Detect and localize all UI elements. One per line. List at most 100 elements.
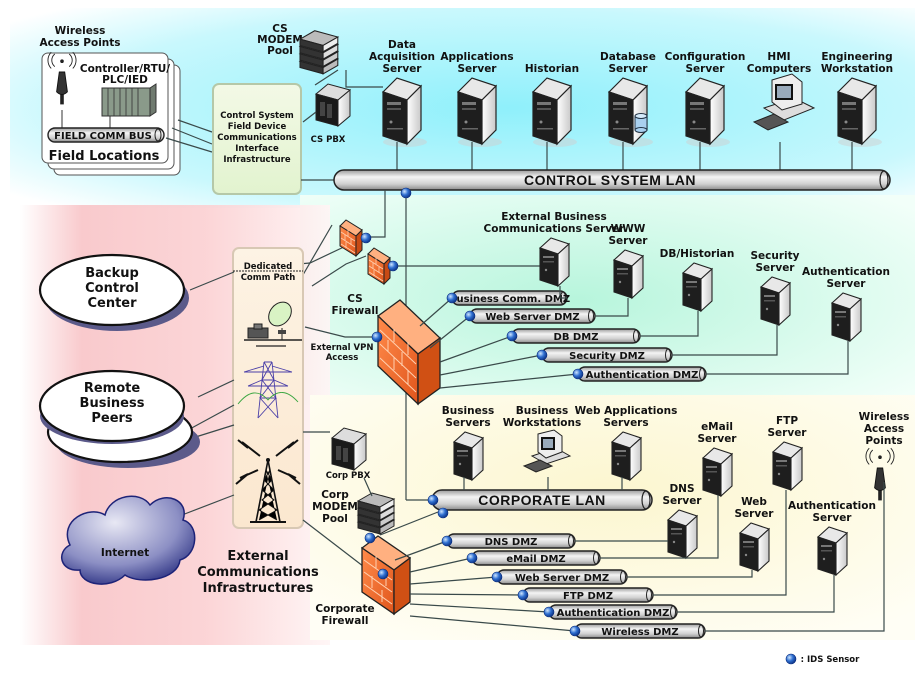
cs-modem-pool-label: MODEM bbox=[257, 34, 303, 46]
ids-sensor-icon bbox=[437, 507, 449, 519]
ids-sensor-icon bbox=[536, 349, 548, 361]
field-controller-label-2: PLC/IED bbox=[102, 74, 148, 86]
cs-dmz-pipe-label: Security DMZ bbox=[569, 351, 645, 362]
field-controller-label: Controller/RTU/ bbox=[80, 63, 170, 75]
corp-server-0-label: Server bbox=[662, 495, 702, 507]
server-icon bbox=[453, 431, 484, 481]
svg-text:Security DMZ: Security DMZ bbox=[569, 351, 645, 362]
svg-text:DNS DMZ: DNS DMZ bbox=[485, 537, 538, 548]
interface-box-label-line: Field Device bbox=[228, 122, 287, 132]
corp-server-2-label: Server bbox=[734, 508, 774, 520]
server-icon bbox=[772, 441, 803, 491]
ids-sensor-icon bbox=[441, 535, 453, 547]
cs-server-4-label: Server bbox=[685, 63, 725, 75]
cs-dmz-server-2: DB/Historian bbox=[660, 248, 735, 312]
cs-pbx-label: CS PBX bbox=[311, 135, 346, 145]
internet-label: Internet bbox=[101, 547, 149, 559]
cs-dmz-server-3-label: Security bbox=[750, 250, 799, 262]
cs-dmz-pipe: Authentication DMZ bbox=[577, 366, 707, 382]
corp-server-5-label: Access bbox=[864, 423, 904, 435]
external-infrastructures-title: Infrastructures bbox=[203, 581, 314, 596]
ids-sensor-icon bbox=[446, 292, 458, 304]
cs-dmz-pipe-label: Web Server DMZ bbox=[485, 312, 579, 323]
legend-label: : IDS Sensor bbox=[801, 655, 860, 665]
field-locations-label: Field Locations bbox=[49, 149, 160, 164]
cs-dmz-pipe-label: Business Comm. DMZ bbox=[449, 294, 570, 305]
cs-dmz-server-2-label: DB/Historian bbox=[660, 248, 735, 260]
ids-sensor-icon bbox=[371, 331, 383, 343]
interface-box-label-line: Communications bbox=[217, 133, 297, 143]
ids-sensor-icon bbox=[364, 532, 376, 544]
corp-dmz-pipe: Wireless DMZ bbox=[574, 623, 706, 639]
svg-text:eMail DMZ: eMail DMZ bbox=[506, 554, 565, 565]
corp-modem-pool-label: Corp bbox=[321, 489, 349, 501]
svg-text:DB DMZ: DB DMZ bbox=[554, 332, 599, 343]
ids-sensor-icon bbox=[387, 260, 399, 272]
cs-firewall-label: CS bbox=[347, 293, 362, 305]
corp-server-1-label: eMail bbox=[701, 421, 733, 433]
interface-box-label-line: Control System bbox=[220, 111, 294, 121]
server-icon bbox=[539, 237, 570, 287]
ids-sensor-icon bbox=[377, 568, 389, 580]
corp-dmz-pipe-label: DNS DMZ bbox=[485, 537, 538, 548]
svg-text:Authentication DMZ: Authentication DMZ bbox=[586, 370, 699, 381]
corp-pbx-icon bbox=[331, 427, 367, 471]
corp-server-4-label: Authentication bbox=[788, 500, 876, 512]
hmi-computer-icon bbox=[752, 73, 816, 131]
ids-sensor-icon bbox=[466, 552, 478, 564]
cs-server-1-label: Applications bbox=[440, 51, 513, 63]
dedicated-comm-path-label: Comm Path bbox=[241, 273, 296, 283]
corp-dmz-pipe: Authentication DMZ bbox=[548, 604, 678, 620]
corp-pbx-label: Corp PBX bbox=[326, 471, 371, 481]
cs-modem-pool-label: CS bbox=[272, 23, 287, 35]
cs-modem-pool-label: Pool bbox=[267, 45, 293, 57]
server-icon bbox=[611, 431, 642, 481]
corp-dmz-pipe-label: Authentication DMZ bbox=[557, 608, 670, 619]
server-icon bbox=[831, 292, 862, 342]
cs-pbx-icon bbox=[315, 83, 351, 127]
field-wireless-label: Wireless bbox=[55, 25, 106, 37]
remote-business-peers-label: Business bbox=[80, 396, 145, 411]
cs-dmz-server-4-label: Server bbox=[826, 278, 866, 290]
corp-dmz-pipe-label: FTP DMZ bbox=[563, 591, 613, 602]
corporate-firewall-label: Firewall bbox=[321, 615, 368, 627]
remote-business-peers-label: Peers bbox=[91, 411, 133, 426]
cs-dmz-server-0-label: Communications Server bbox=[484, 223, 626, 235]
cs-server-0-label: Data bbox=[388, 39, 416, 51]
ids-sensor-legend-icon bbox=[785, 653, 797, 665]
svg-text:CONTROL SYSTEM LAN: CONTROL SYSTEM LAN bbox=[524, 172, 696, 188]
server-icon bbox=[817, 526, 848, 576]
corp-server-4-label: Server bbox=[812, 512, 852, 524]
server-icon bbox=[739, 522, 770, 572]
svg-text:FTP DMZ: FTP DMZ bbox=[563, 591, 613, 602]
cs-dmz-pipe: Web Server DMZ bbox=[469, 308, 596, 324]
internet-cloud-icon: Internet bbox=[60, 495, 196, 585]
corp-lan-node-2-label: Servers bbox=[603, 417, 648, 429]
svg-text:Business Comm. DMZ: Business Comm. DMZ bbox=[449, 294, 570, 305]
corp-dmz-pipe: FTP DMZ bbox=[522, 587, 654, 603]
cs-lan-label: CONTROL SYSTEM LAN bbox=[524, 172, 696, 188]
svg-text:Wireless DMZ: Wireless DMZ bbox=[601, 627, 678, 638]
corp-modem-pool-label: MODEM bbox=[312, 501, 358, 513]
cs-dmz-server-0-label: External Business bbox=[501, 211, 607, 223]
